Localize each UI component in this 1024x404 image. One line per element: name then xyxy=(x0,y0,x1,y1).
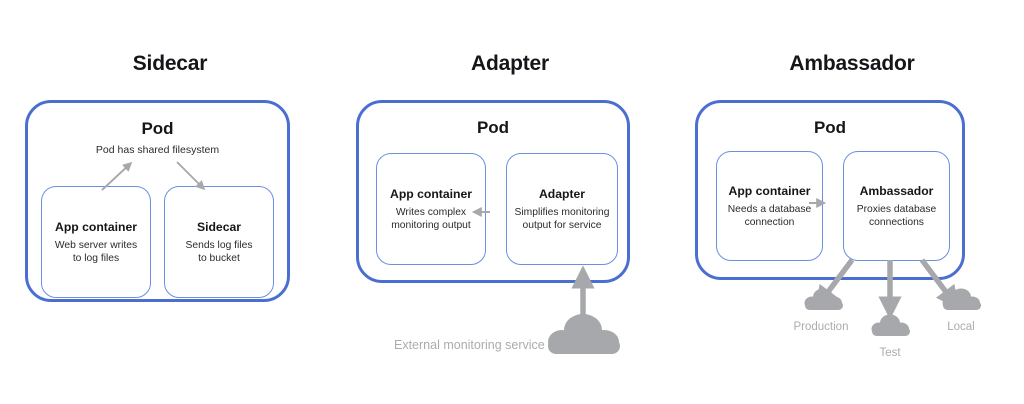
container-box-app-container-ambassador: App container Needs a database connectio… xyxy=(716,151,823,261)
container-box-app-container-adapter: App container Writes complex monitoring … xyxy=(376,153,486,265)
external-label-production: Production xyxy=(793,321,849,333)
panel-ambassador: Ambassador Pod App container Needs a dat… xyxy=(680,0,1024,404)
panel-title-adapter: Adapter xyxy=(471,52,549,75)
external-label-local: Local xyxy=(947,321,975,333)
container-title: App container xyxy=(728,183,811,198)
container-desc: Sends log files to bucket xyxy=(185,239,253,265)
pod-label-ambassador: Pod xyxy=(813,118,847,137)
pod-label-adapter: Pod xyxy=(476,118,510,137)
container-desc: Web server writes to log files xyxy=(54,239,138,265)
container-box-adapter: Adapter Simplifies monitoring output for… xyxy=(506,153,618,265)
container-desc: Writes complex monitoring output xyxy=(391,206,471,232)
pod-subtitle-sidecar: Pod has shared filesystem xyxy=(95,144,220,156)
cloud-icon-local xyxy=(942,288,981,310)
container-desc: Needs a database connection xyxy=(727,203,812,229)
container-title: Adapter xyxy=(538,186,586,201)
container-desc: Simplifies monitoring output for service xyxy=(514,206,610,232)
container-desc: Proxies database connections xyxy=(856,203,937,229)
panel-adapter: Adapter Pod App container Writes complex… xyxy=(340,0,680,404)
container-box-app-container-sidecar: App container Web server writes to log f… xyxy=(41,186,151,298)
pod-box-sidecar: Pod Pod has shared filesystem App contai… xyxy=(25,100,290,302)
pod-box-adapter: Pod App container Writes complex monitor… xyxy=(356,100,630,283)
container-box-ambassador: Ambassador Proxies database connections xyxy=(843,151,950,261)
cloud-icon-external-monitoring-service xyxy=(548,314,620,354)
cloud-icon-production xyxy=(804,288,843,310)
container-title: Sidecar xyxy=(196,219,242,234)
external-label-monitoring-service: External monitoring service xyxy=(394,338,545,352)
container-title: App container xyxy=(390,186,472,201)
container-title: Ambassador xyxy=(859,183,934,198)
panel-title-sidecar: Sidecar xyxy=(132,52,208,75)
pod-label-sidecar: Pod xyxy=(141,119,174,138)
panel-sidecar: Sidecar Pod Pod has shared filesystem Ap… xyxy=(0,0,340,404)
pod-box-ambassador: Pod App container Needs a database conne… xyxy=(695,100,965,280)
panel-title-ambassador: Ambassador xyxy=(789,52,915,75)
cloud-icon-test xyxy=(871,314,910,336)
external-label-test: Test xyxy=(879,347,901,359)
container-box-sidecar: Sidecar Sends log files to bucket xyxy=(164,186,274,298)
container-title: App container xyxy=(55,219,137,234)
